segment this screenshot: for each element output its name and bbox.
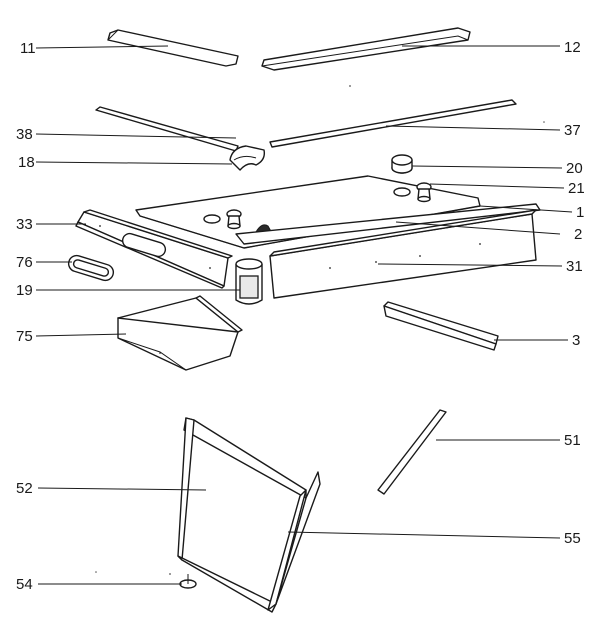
callout-31: 31 bbox=[566, 258, 583, 275]
callout-76: 76 bbox=[16, 254, 33, 271]
part-54-foot bbox=[179, 574, 197, 589]
part-19-leg bbox=[235, 258, 263, 305]
callout-labels: 11 12 38 37 18 20 21 33 1 2 76 31 19 75 … bbox=[16, 39, 585, 593]
callout-54: 54 bbox=[16, 576, 33, 593]
knob bbox=[226, 209, 242, 230]
callout-38: 38 bbox=[16, 126, 33, 143]
callout-37: 37 bbox=[564, 122, 581, 139]
callout-21: 21 bbox=[568, 180, 585, 197]
part-12-rail bbox=[261, 27, 471, 71]
callout-12: 12 bbox=[564, 39, 581, 56]
part-1-playing-surface bbox=[135, 175, 541, 249]
callout-75: 75 bbox=[16, 328, 33, 345]
leader-lines bbox=[35, 45, 573, 585]
part-21-knob bbox=[416, 182, 432, 203]
part-3-brace bbox=[383, 301, 499, 351]
callout-52: 52 bbox=[16, 480, 33, 497]
part-11-rail bbox=[107, 29, 239, 67]
part-38-cushion bbox=[95, 106, 239, 152]
callout-18: 18 bbox=[18, 154, 35, 171]
part-75-ball-tray bbox=[117, 295, 243, 371]
callout-3: 3 bbox=[572, 332, 580, 349]
part-18-corner-pocket bbox=[229, 145, 266, 171]
callout-19: 19 bbox=[16, 282, 33, 299]
part-76-slot-trim bbox=[67, 254, 115, 282]
part-20-cap bbox=[391, 154, 413, 174]
part-37-cushion bbox=[269, 99, 517, 148]
part-33-end-apron bbox=[75, 209, 233, 289]
part-52-leg-panel bbox=[177, 417, 321, 613]
callout-55: 55 bbox=[564, 530, 581, 547]
callout-1: 1 bbox=[576, 204, 584, 221]
callout-11: 11 bbox=[20, 40, 36, 57]
callout-33: 33 bbox=[16, 216, 33, 233]
scan-specks bbox=[95, 85, 545, 575]
part-51-rod bbox=[377, 409, 447, 495]
callout-51: 51 bbox=[564, 432, 581, 449]
callout-20: 20 bbox=[566, 160, 583, 177]
callout-2: 2 bbox=[574, 226, 582, 243]
